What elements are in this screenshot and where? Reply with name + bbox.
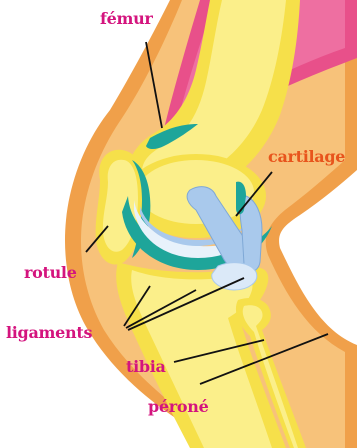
label-rotule: rotule <box>24 263 77 282</box>
lower-ligament <box>212 263 257 290</box>
label-femur: fémur <box>100 9 153 28</box>
label-tibia: tibia <box>126 357 166 376</box>
label-cartilage: cartilage <box>268 147 345 166</box>
label-perone: péroné <box>148 397 209 416</box>
label-ligaments: ligaments <box>6 323 92 342</box>
